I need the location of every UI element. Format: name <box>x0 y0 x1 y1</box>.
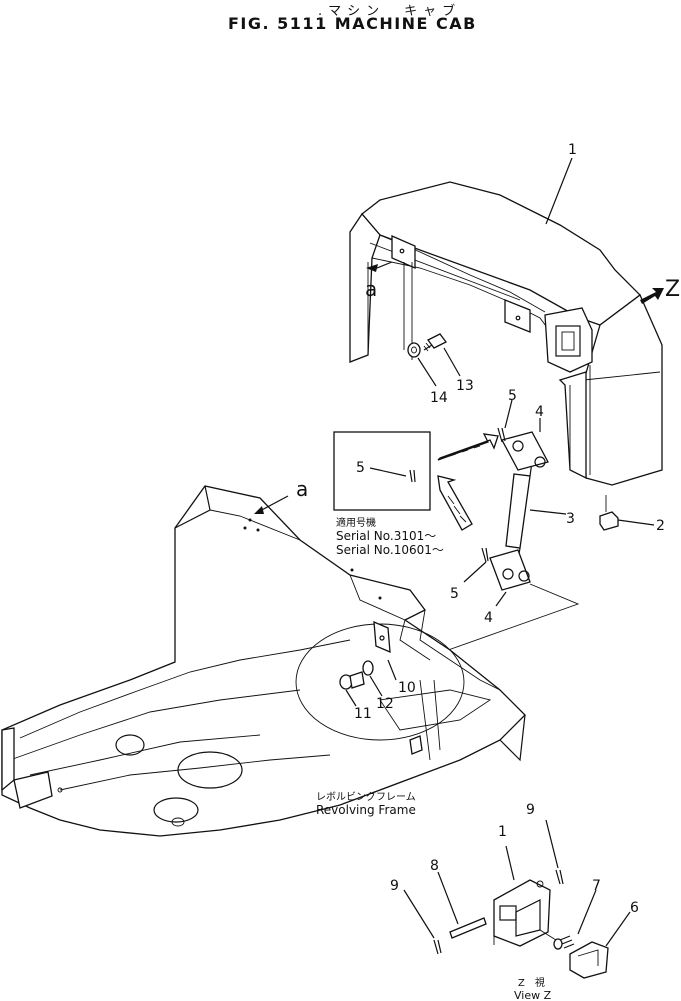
inset-serial-2: Serial No.10601～ <box>336 543 444 557</box>
callout-4-upper: 4 <box>535 404 544 420</box>
callout-9-lower: 9 <box>390 878 399 894</box>
frame-label-en: Revolving Frame <box>316 803 416 817</box>
callout-10: 10 <box>398 680 416 696</box>
callout-4-lower: 4 <box>484 610 493 626</box>
figure-title: FIG. 5111 MACHINE CAB <box>228 14 477 33</box>
view-label-en: View Z <box>514 989 552 1001</box>
revolving-frame <box>1 485 526 837</box>
view-z-marker: Z <box>665 277 680 302</box>
reference-a-top: a <box>365 261 393 301</box>
inset-note-jp: 適用号機 <box>336 516 376 529</box>
callout-8: 8 <box>430 858 439 874</box>
reference-letter-a: a <box>365 277 377 301</box>
frame-label-jp: レボルビングフレーム <box>316 790 416 803</box>
callout-7: 7 <box>592 878 601 894</box>
callout-6: 6 <box>630 900 639 916</box>
figure-title-japanese: .マシン キャブ <box>318 4 462 19</box>
callout-11: 11 <box>354 706 372 722</box>
view-z-detail <box>403 819 631 979</box>
callout-5-lower: 5 <box>450 586 459 602</box>
reference-letter-a-frame: a <box>296 477 308 501</box>
view-label-jp: Z 視 <box>518 976 545 989</box>
callout-14: 14 <box>430 390 448 406</box>
callout-5-inset: 5 <box>356 460 365 476</box>
callout-1-leader <box>545 157 573 225</box>
callout-9-upper: 9 <box>526 802 535 818</box>
callout-1: 1 <box>568 142 577 158</box>
callout-5-upper: 5 <box>508 388 517 404</box>
reference-a-frame <box>254 495 289 514</box>
view-z-arrow: Z <box>640 277 680 304</box>
callout-3: 3 <box>566 511 575 527</box>
callout-2-leader <box>617 519 655 526</box>
callout-2: 2 <box>656 518 665 534</box>
serial-inset <box>333 431 499 531</box>
gas-spring-3 <box>419 399 580 661</box>
callout-12: 12 <box>376 696 394 712</box>
bolt-13-washer-14 <box>407 333 461 387</box>
callout-13: 13 <box>456 378 474 394</box>
cab-roof-assembly <box>349 181 663 531</box>
inset-serial-1: Serial No.3101～ <box>336 529 436 543</box>
frame-detail-circle <box>295 620 465 741</box>
callout-1-viewz: 1 <box>498 824 507 840</box>
